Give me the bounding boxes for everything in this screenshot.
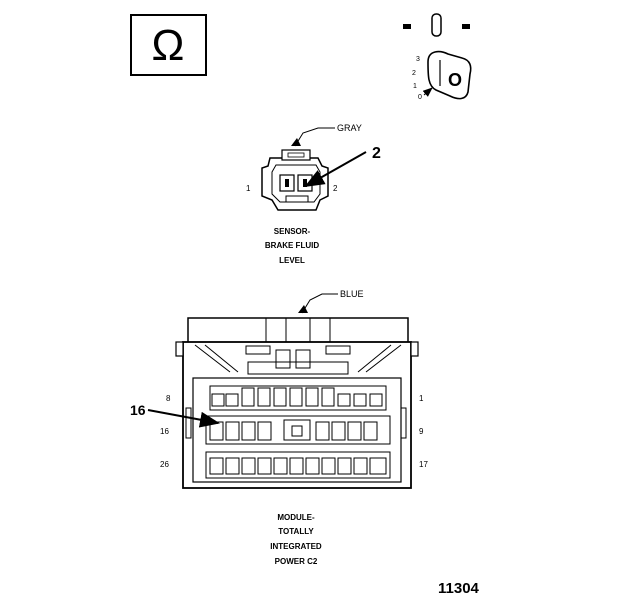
key-position-2: 2: [412, 70, 416, 77]
tipm-c2-connector: BLUE: [130, 289, 428, 566]
key-position-0: 0: [418, 94, 422, 101]
cavity-row-top: [209, 385, 387, 411]
module-left-row-2: 16: [160, 427, 169, 436]
sensor-title-line-3: LEVEL: [279, 256, 305, 265]
module-right-row-2: 9: [419, 427, 424, 436]
brake-fluid-sensor-connector: GRAY 2 1 2 SENSOR- BRAKE FLUID LEVEL: [246, 123, 381, 265]
ignition-switch-icon: O 3 2 1 0: [403, 13, 472, 101]
cavity-row-bottom: [205, 451, 391, 479]
sensor-pin-left: 1: [246, 184, 251, 193]
module-wire-color: BLUE: [340, 289, 364, 299]
module-right-row-1: 1: [419, 394, 424, 403]
figure-number: 11304: [438, 580, 480, 597]
cavity-row-middle: [205, 415, 391, 445]
key-position-1: 1: [413, 83, 417, 90]
key-position-3: 3: [416, 56, 420, 63]
module-callout-number: 16: [130, 402, 146, 418]
module-title-line-4: POWER C2: [275, 557, 318, 566]
module-left-row-3: 26: [160, 460, 169, 469]
module-title-line-3: INTEGRATED: [270, 542, 322, 551]
ohm-icon: Ω: [152, 21, 185, 70]
module-title-line-2: TOTALLY: [278, 527, 314, 536]
module-right-row-3: 17: [419, 460, 428, 469]
sensor-wire-color: GRAY: [337, 123, 362, 133]
key-face-label: O: [448, 70, 462, 90]
sensor-callout-number: 2: [372, 145, 381, 162]
module-left-row-1: 8: [166, 394, 171, 403]
ohmmeter-symbol: Ω: [130, 14, 207, 76]
sensor-title-line-2: BRAKE FLUID: [265, 241, 319, 250]
sensor-pin-right: 2: [333, 184, 338, 193]
sensor-title-line-1: SENSOR-: [274, 227, 311, 236]
module-title-line-1: MODULE-: [277, 513, 315, 522]
